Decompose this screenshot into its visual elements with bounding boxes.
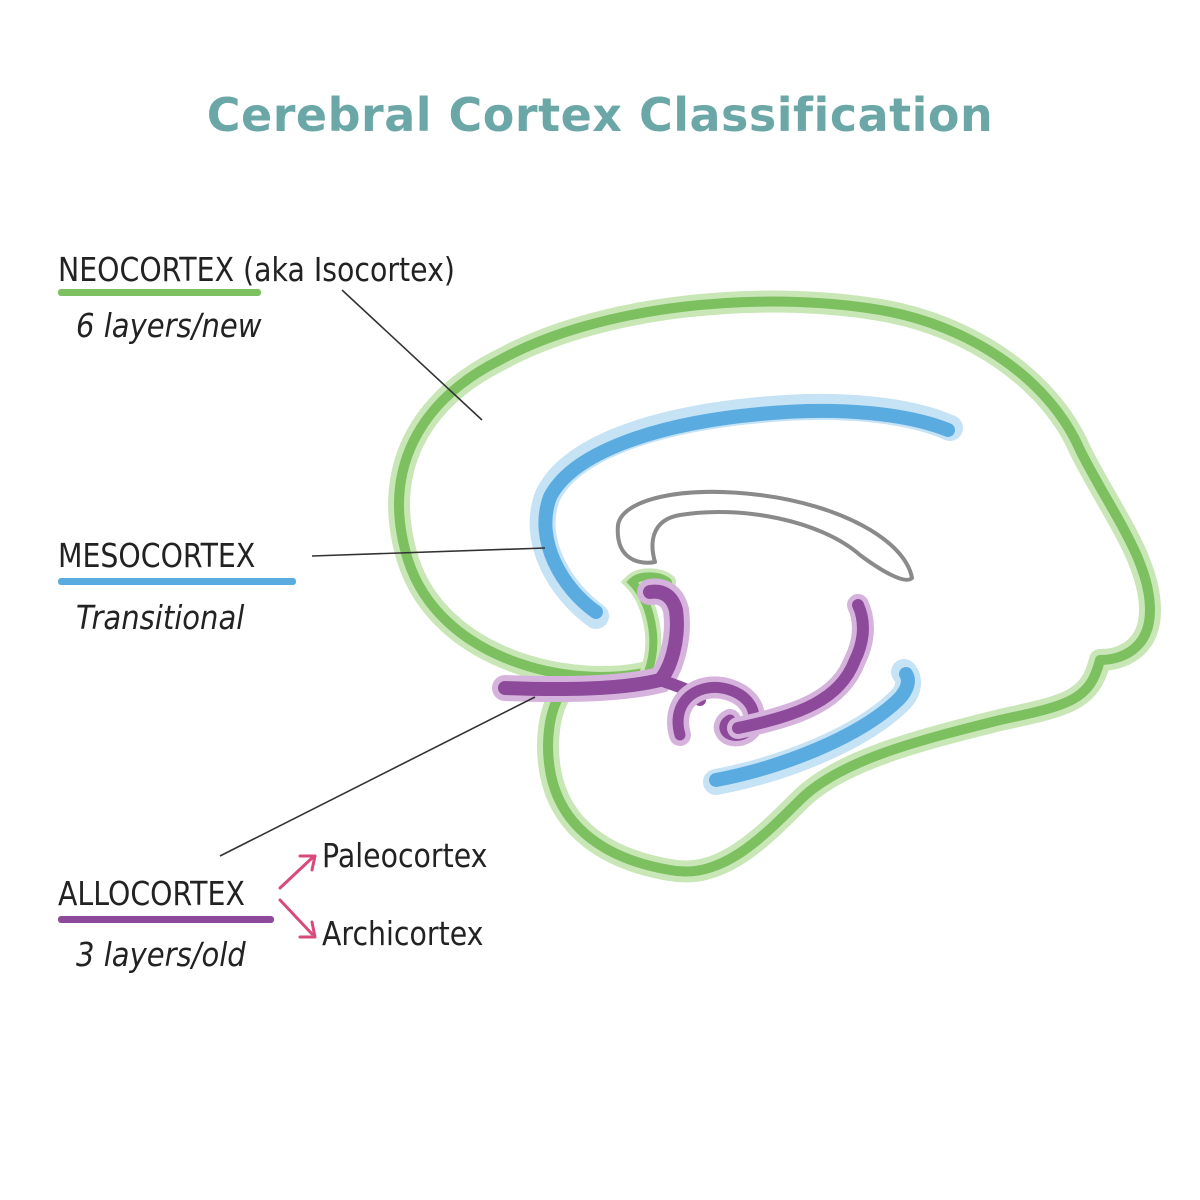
mesocortex-description: Transitional [76, 598, 245, 637]
allocortex-label: ALLOCORTEX [58, 874, 245, 913]
allocortex-leader-line [219, 696, 536, 857]
corpus-callosum [615, 489, 914, 582]
page-title: Cerebral Cortex Classification [206, 88, 994, 142]
arrow-right-icon [278, 898, 317, 939]
neocortex-label: NEOCORTEX (aka Isocortex) [58, 250, 455, 289]
neocortex-outline [388, 290, 1161, 883]
archicortex-label: Archicortex [322, 914, 484, 953]
neocortex-leader-line [341, 289, 483, 421]
allocortex-structures [492, 578, 874, 747]
mesocortex-color-bar [58, 578, 296, 585]
mesocortex-label: MESOCORTEX [58, 536, 256, 575]
allocortex-color-bar [58, 916, 274, 923]
mesocortex-parahippocampal-arc [703, 659, 922, 795]
neocortex-color-bar [58, 289, 261, 296]
mesocortex-cingulate-arc [529, 393, 963, 629]
neocortex-description: 6 layers/new [76, 306, 262, 345]
mesocortex-leader-line [311, 547, 546, 557]
neocortex-name: NEOCORTEX [58, 250, 235, 289]
arrow-right-icon [278, 854, 317, 890]
neocortex-alias: (aka Isocortex) [243, 250, 455, 289]
allocortex-description: 3 layers/old [76, 935, 246, 974]
paleocortex-label: Paleocortex [322, 836, 488, 875]
